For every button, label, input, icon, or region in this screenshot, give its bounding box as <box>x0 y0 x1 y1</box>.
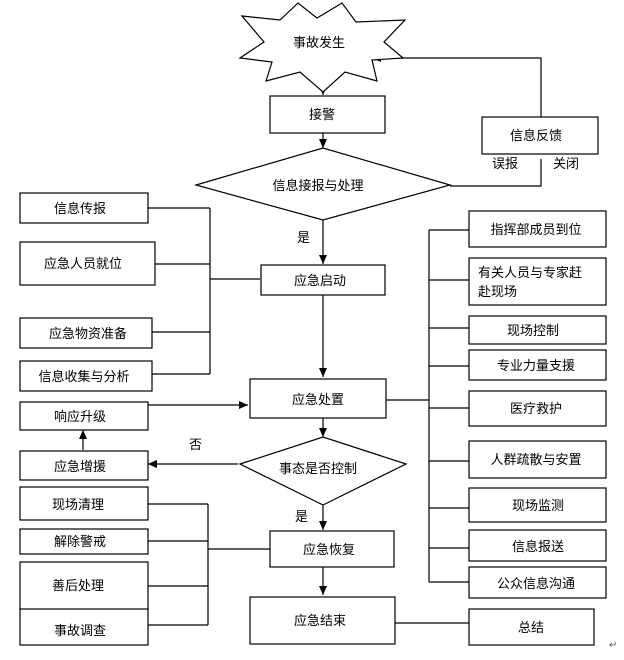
info-feedback-node: 信息反馈 <box>481 116 599 155</box>
emergency-end-node: 应急结束 <box>249 596 396 645</box>
medical-rescue-label: 医疗救护 <box>510 401 562 417</box>
emergency-handling-node: 应急处置 <box>249 378 387 419</box>
start-event-label: 事故发生 <box>293 35 345 51</box>
professional-support-label: 专业力量支援 <box>497 359 575 374</box>
info-report-node: 信息传报 <box>19 192 149 224</box>
public-communication-label: 公众信息沟通 <box>497 576 575 592</box>
emergency-recovery-node: 应急恢复 <box>269 530 395 568</box>
site-control-label: 现场控制 <box>507 324 559 339</box>
evacuation-label: 人群疏散与安置 <box>490 453 581 468</box>
info-process-decision: 信息接报与处理 <box>193 147 453 221</box>
command-members-label: 指挥部成员到位 <box>490 223 581 238</box>
info-analysis-node: 信息收集与分析 <box>19 360 153 392</box>
emergency-reinforce-node: 应急增援 <box>19 450 149 481</box>
controlled-decision: 事态是否控制 <box>238 436 408 506</box>
emergency-end-label: 应急结束 <box>294 613 346 629</box>
receive-alarm-node: 接警 <box>269 95 386 134</box>
site-monitoring-node: 现场监测 <box>468 487 607 523</box>
info-submit-label: 信息报送 <box>512 539 564 555</box>
starburst-shape <box>238 2 407 93</box>
paragraph-mark: ↵ <box>609 640 617 651</box>
emergency-reinforce-label: 应急增援 <box>54 459 106 475</box>
yes-label-2: 是 <box>295 510 308 525</box>
personnel-ready-node: 应急人员就位 <box>19 241 156 286</box>
info-analysis-label: 信息收集与分析 <box>38 369 129 385</box>
experts-onsite-label-line1: 有关人员与专家赶 <box>478 265 582 281</box>
yes-label-1: 是 <box>297 231 310 246</box>
site-cleanup-label: 现场清理 <box>52 498 104 513</box>
controlled-decision-label: 事态是否控制 <box>279 462 357 477</box>
response-upgrade-label: 响应升级 <box>54 409 106 425</box>
accident-investigation-label: 事故调查 <box>54 624 106 639</box>
command-members-node: 指挥部成员到位 <box>468 210 607 248</box>
emergency-recovery-label: 应急恢复 <box>303 542 355 558</box>
no-label: 否 <box>189 438 202 453</box>
lift-cordon-node: 解除警戒 <box>19 528 149 555</box>
accident-investigation-node: 事故调查 <box>19 608 149 646</box>
emergency-handling-label: 应急处置 <box>292 392 344 408</box>
site-cleanup-node: 现场清理 <box>19 486 149 521</box>
materials-prep-node: 应急物资准备 <box>19 317 153 349</box>
aftermath-node: 善后处理 <box>19 561 149 611</box>
professional-support-node: 专业力量支援 <box>468 349 607 381</box>
lift-cordon-label: 解除警戒 <box>54 534 106 550</box>
summary-label: 总结 <box>518 621 544 636</box>
info-feedback-label: 信息反馈 <box>510 128 562 144</box>
personnel-ready-label: 应急人员就位 <box>44 256 122 272</box>
emergency-start-label: 应急启动 <box>294 273 346 289</box>
site-monitoring-label: 现场监测 <box>512 499 564 514</box>
experts-onsite-node: 有关人员与专家赶 赴现场 <box>468 257 607 306</box>
aftermath-label: 善后处理 <box>52 578 104 594</box>
medical-rescue-node: 医疗救护 <box>468 390 607 427</box>
false-alarm-label: 误报 <box>492 157 518 172</box>
emergency-start-node: 应急启动 <box>260 264 386 296</box>
response-upgrade-node: 响应升级 <box>19 401 149 431</box>
close-label: 关闭 <box>553 157 579 172</box>
public-communication-node: 公众信息沟通 <box>468 566 607 599</box>
info-process-label: 信息接报与处理 <box>272 178 363 194</box>
experts-onsite-label-line2: 赴现场 <box>478 285 517 300</box>
receive-alarm-label: 接警 <box>309 107 335 123</box>
info-submit-node: 信息报送 <box>468 529 607 562</box>
site-control-node: 现场控制 <box>468 315 607 345</box>
info-report-label: 信息传报 <box>54 201 106 217</box>
evacuation-node: 人群疏散与安置 <box>468 440 607 479</box>
start-event-node: 事故发生 <box>238 2 407 93</box>
materials-prep-label: 应急物资准备 <box>49 326 127 342</box>
summary-node: 总结 <box>468 608 595 646</box>
